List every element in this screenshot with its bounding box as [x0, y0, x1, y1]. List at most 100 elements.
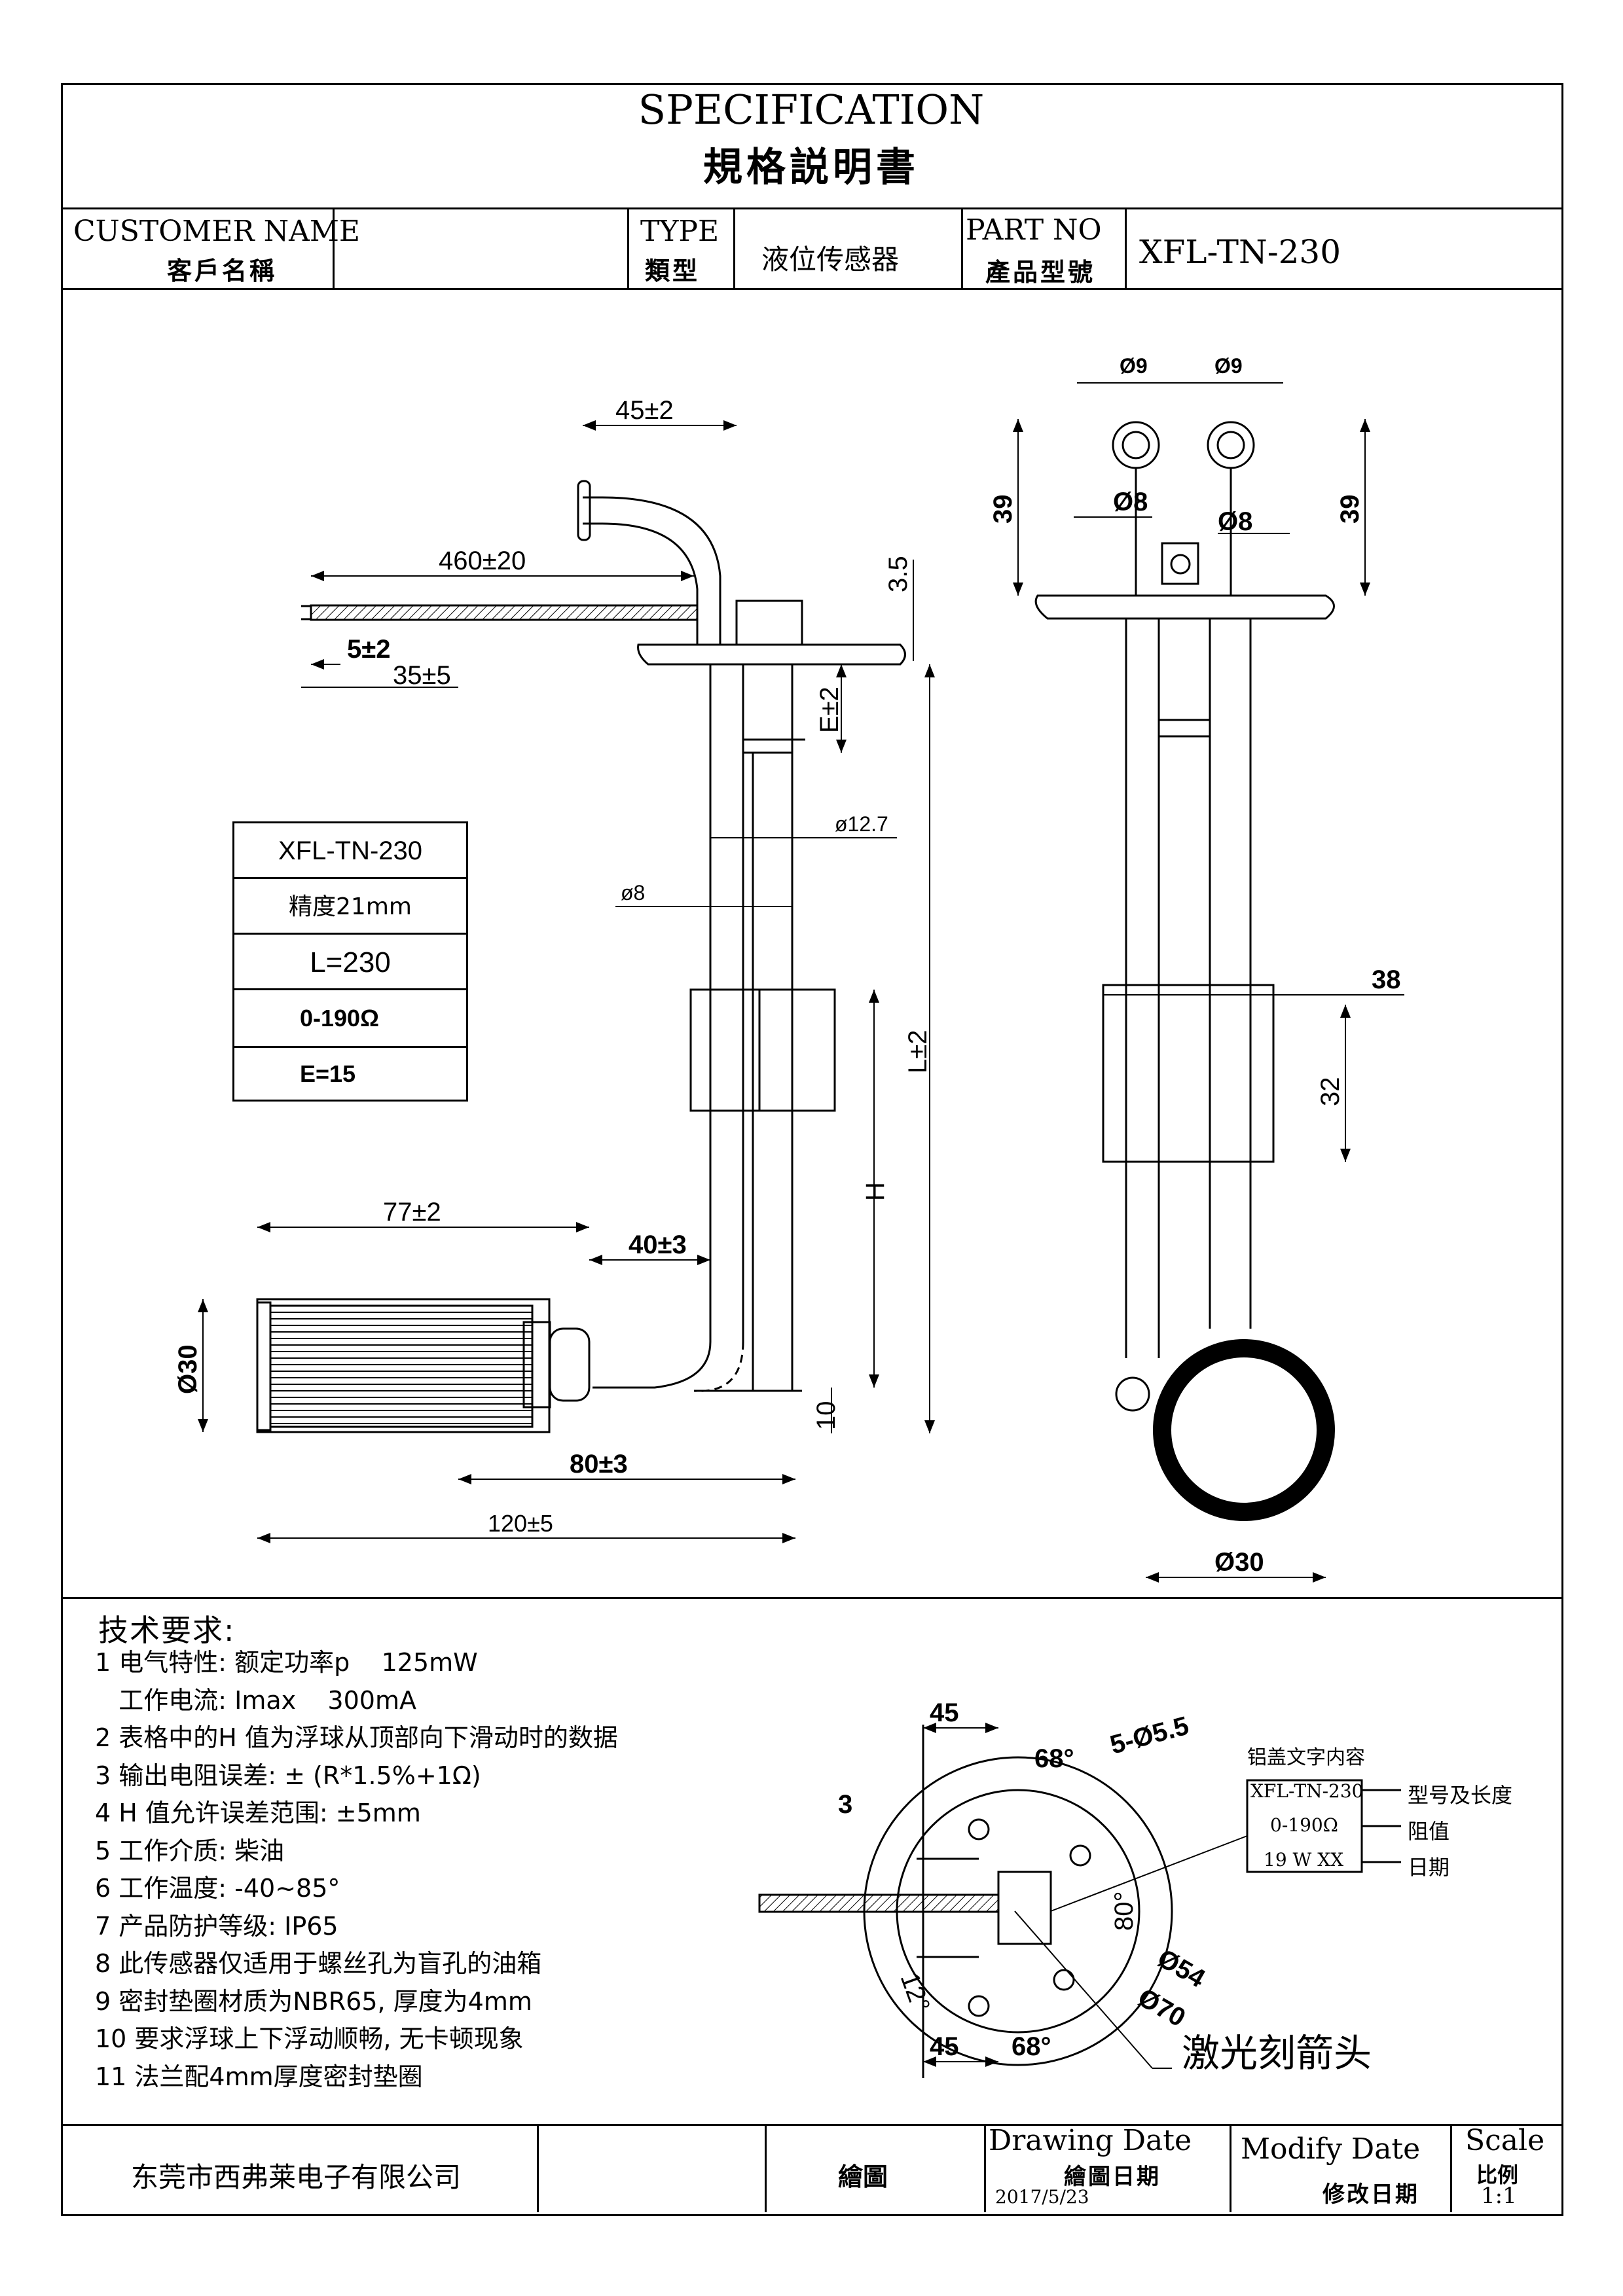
param-row-divider: [234, 1046, 466, 1048]
req-item-10: 10 要求浮球上下浮动顺畅, 无卡顿现象: [95, 2024, 524, 2053]
footer-sep-2: [765, 2124, 767, 2212]
modify-date-label-en: Modify Date: [1241, 2132, 1421, 2166]
lid-line-resistance: 0-190Ω: [1270, 1814, 1338, 1836]
footer-sep-4: [1230, 2124, 1231, 2212]
footer-divider: [61, 2124, 1561, 2126]
header-divider: [61, 207, 1561, 209]
fl-45-bot: 45: [930, 2032, 959, 2061]
dim-39a: 39: [989, 495, 1017, 524]
req-item-6: 6 工作温度: -40~85°: [95, 1874, 340, 1903]
dim-9a: Ø9: [1120, 354, 1148, 378]
param-row-length: L=230: [234, 935, 466, 990]
req-item-4: 4 H 值允许误差范围: ±5mm: [95, 1799, 421, 1827]
dim-10: 10: [812, 1401, 841, 1431]
drawing-date-label-en: Drawing Date: [989, 2124, 1192, 2157]
requirements-heading: 技术要求:: [98, 1613, 236, 1648]
dim-H: H: [861, 1182, 890, 1201]
dim-12-7: ø12.7: [835, 812, 888, 836]
dim-3-5: 3.5: [884, 556, 913, 592]
lid-line-model: XFL-TN-230: [1250, 1780, 1364, 1802]
lid-label-model: 型号及长度: [1408, 1783, 1513, 1808]
lid-label-resistance: 阻值: [1408, 1819, 1450, 1844]
fl-80: 80°: [1110, 1892, 1139, 1931]
dim-E: E±2: [815, 687, 844, 733]
dim-5: 5±2: [347, 635, 390, 664]
lid-box: [1246, 1779, 1401, 1873]
req-item-9: 9 密封垫圈材质为NBR65, 厚度为4mm: [95, 1986, 532, 2016]
dim-77: 77±2: [383, 1198, 441, 1227]
requirements-list: 1 电气特性: 额定功率p 125mW 工作电流: Imax 300mA 2 表…: [95, 1644, 750, 2096]
lid-line-date: 19 W XX: [1264, 1849, 1344, 1871]
type-label-en: TYPE: [640, 215, 720, 248]
dimension-lines: [198, 382, 1404, 1583]
fl-68-top: 68°: [1034, 1744, 1074, 1773]
info-sep-2: [627, 207, 629, 288]
company-name: 东莞市西弗莱电子有限公司: [131, 2161, 462, 2193]
part-value: XFL-TN-230: [1139, 233, 1341, 271]
fl-12: 12°: [895, 1969, 936, 2016]
dim-9b: Ø9: [1214, 354, 1243, 378]
req-item-11: 11 法兰配4mm厚度密封垫圈: [95, 2062, 423, 2091]
flange-top-view: [758, 1723, 1248, 2078]
req-item-1: 1 电气特性: 额定功率p 125mW: [95, 1648, 478, 1677]
footer-sep-1: [537, 2124, 539, 2212]
page-frame: [61, 83, 1563, 2216]
type-value: 液位传感器: [761, 243, 900, 276]
param-table: XFL-TN-230 精度21mm L=230 0-190Ω E=15: [232, 821, 468, 1102]
req-item-5: 5 工作介质: 柴油: [95, 1836, 285, 1865]
scale-label-en: Scale: [1465, 2124, 1545, 2157]
fl-3: 3: [838, 1790, 852, 1819]
part-label-cn: 產品型號: [985, 257, 1096, 287]
spec-title-cn: 規格説明書: [703, 145, 919, 190]
dim-38: 38: [1372, 965, 1401, 994]
laser-arrow-note: 激光刻箭头: [1182, 2031, 1372, 2075]
param-row-model: XFL-TN-230: [234, 823, 466, 879]
drawn-by-label: 繪圖: [838, 2162, 888, 2191]
dim-8: ø8: [621, 881, 645, 905]
req-item-7: 7 产品防护等级: IP65: [95, 1911, 338, 1941]
req-item-3: 3 输出电阻误差: ± (R*1.5%+1Ω): [95, 1761, 481, 1790]
lid-title: 铝盖文字内容: [1247, 1746, 1365, 1769]
req-item-2: 2 表格中的H 值为浮球从顶部向下滑动时的数据: [95, 1723, 618, 1752]
param-row-e: E=15: [300, 1060, 356, 1087]
customer-label-en: CUSTOMER NAME: [73, 215, 361, 248]
dim-8b: Ø8: [1218, 507, 1252, 536]
dim-120: 120±5: [488, 1510, 553, 1537]
param-row-accuracy: 精度21mm: [234, 879, 466, 935]
footer-sep-3: [984, 2124, 986, 2212]
dim-L: L±2: [903, 1030, 932, 1073]
footer-sep-5: [1450, 2124, 1452, 2212]
info-sep-3: [733, 207, 735, 288]
dim-460: 460±20: [439, 547, 526, 575]
fl-68-bot: 68°: [1012, 2032, 1051, 2061]
scale-value: 1:1: [1481, 2183, 1517, 2209]
info-sep-5: [1125, 207, 1127, 288]
flange-side-view: [256, 480, 906, 1433]
type-label-cn: 類型: [645, 256, 701, 285]
lid-label-date: 日期: [1408, 1855, 1450, 1880]
modify-date-label-cn: 修改日期: [1322, 2181, 1419, 2208]
fl-54: Ø54: [1153, 1944, 1211, 1994]
part-label-en: PART NO: [966, 213, 1102, 247]
drawing-date-label-cn: 繪圖日期: [1064, 2164, 1161, 2190]
dim-80: 80±3: [570, 1450, 628, 1479]
dim-40: 40±3: [629, 1230, 687, 1259]
spec-title-en: SPECIFICATION: [638, 86, 985, 134]
req-item-1b: 工作电流: Imax 300mA: [95, 1685, 416, 1715]
info-sep-4: [961, 207, 963, 288]
param-row-resistance: 0-190Ω: [300, 1005, 379, 1031]
info-row-divider: [61, 288, 1561, 290]
drawing-date-value: 2017/5/23: [995, 2186, 1089, 2208]
front-view: [1034, 421, 1335, 1521]
dim-8a: Ø8: [1113, 488, 1148, 516]
drawing-divider: [61, 1597, 1561, 1599]
dim-32: 32: [1316, 1077, 1345, 1107]
dimension-labels: 45±2 460±20 3.5 5±2 35±5 E±2 ø12.7 ø8 L±…: [173, 354, 1401, 2061]
dim-35: 35±5: [393, 661, 451, 690]
dim-30: Ø30: [173, 1344, 202, 1394]
customer-label-cn: 客戶名稱: [167, 256, 278, 285]
info-sep-1: [333, 207, 335, 288]
scale-label-cn: 比例: [1476, 2162, 1519, 2187]
dim-30b: Ø30: [1214, 1548, 1264, 1577]
